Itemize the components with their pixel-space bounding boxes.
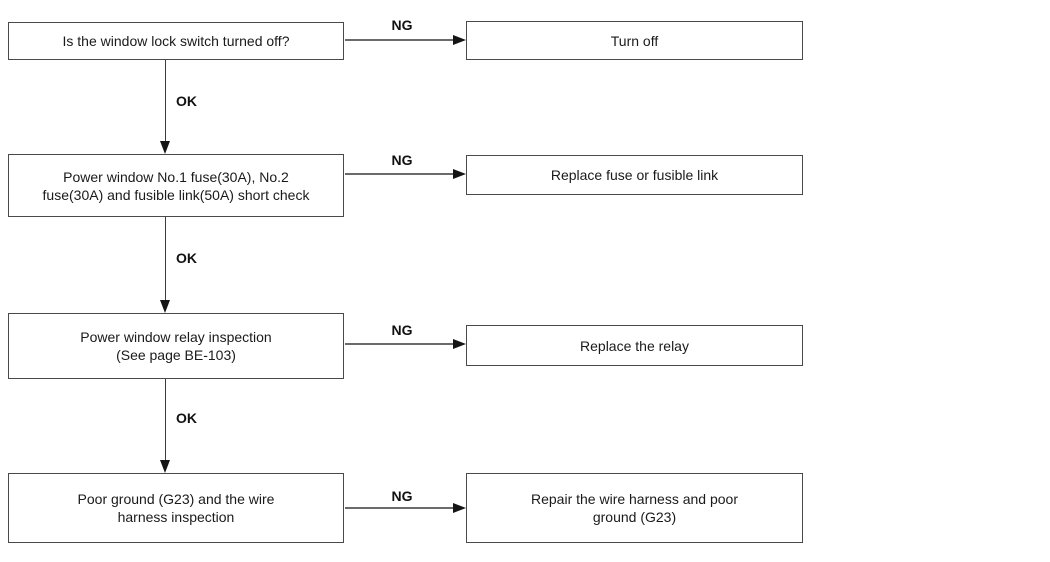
ng-arrow-line-2 — [345, 173, 455, 175]
check-box-4: Poor ground (G23) and the wire harness i… — [8, 473, 344, 543]
ok-label-1: OK — [176, 93, 197, 109]
ok-label-2: OK — [176, 250, 197, 266]
ng-label-4: NG — [391, 488, 413, 504]
ok-label-3: OK — [176, 410, 197, 426]
check-box-3: Power window relay inspection (See page … — [8, 313, 344, 379]
right-arrowhead-icon — [453, 338, 466, 349]
ng-label-3: NG — [391, 322, 413, 338]
right-arrowhead-icon — [453, 502, 466, 513]
ng-arrow-line-1 — [345, 39, 455, 41]
ok-connector-line-3 — [164, 379, 167, 461]
right-arrowhead-icon — [453, 34, 466, 45]
ng-arrow-line-3 — [345, 343, 455, 345]
ng-label-1: NG — [391, 17, 413, 33]
check-box-1: Is the window lock switch turned off? — [8, 22, 344, 60]
down-arrowhead-icon — [160, 460, 170, 473]
ok-connector-line-2 — [164, 217, 167, 301]
action-box-3: Replace the relay — [466, 325, 803, 366]
action-box-2: Replace fuse or fusible link — [466, 155, 803, 195]
action-box-4: Repair the wire harness and poor ground … — [466, 473, 803, 543]
ng-label-2: NG — [391, 152, 413, 168]
action-box-1: Turn off — [466, 21, 803, 60]
right-arrowhead-icon — [453, 168, 466, 179]
ng-arrow-line-4 — [345, 507, 455, 509]
ok-connector-line-1 — [164, 60, 167, 142]
down-arrowhead-icon — [160, 300, 170, 313]
down-arrowhead-icon — [160, 141, 170, 154]
check-box-2: Power window No.1 fuse(30A), No.2 fuse(3… — [8, 154, 344, 217]
